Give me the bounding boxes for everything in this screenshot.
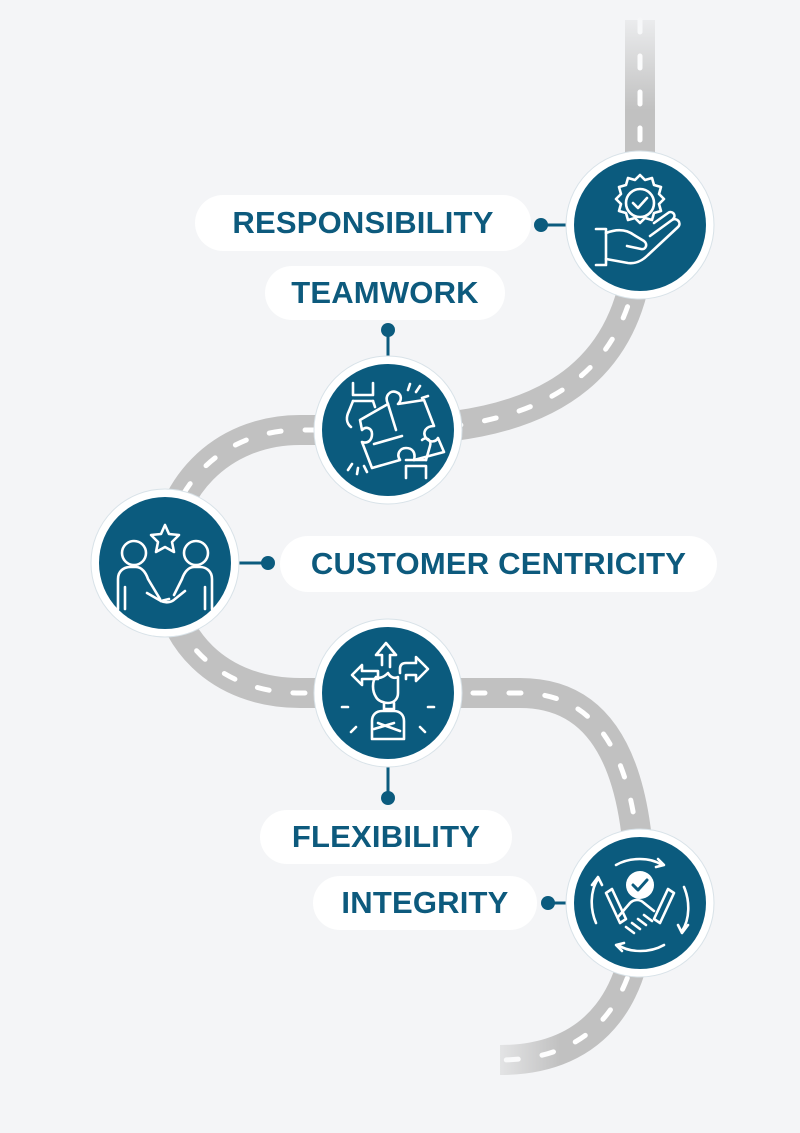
connector-dot-customer-centricity xyxy=(261,556,275,570)
label-integrity: INTEGRITY xyxy=(313,876,537,930)
label-responsibility: RESPONSIBILITY xyxy=(195,195,531,251)
puzzle-hands-icon xyxy=(345,381,446,480)
connector-dot-responsibility xyxy=(534,218,548,232)
handshake-cycle-check-icon xyxy=(590,857,690,953)
person-arrows-icon xyxy=(340,641,436,741)
label-responsibility-text: RESPONSIBILITY xyxy=(232,205,494,240)
label-flexibility-text: FLEXIBILITY xyxy=(291,819,481,854)
hand-badge-check-icon xyxy=(594,173,681,267)
connector-dot-integrity xyxy=(541,896,555,910)
node-customer-centricity xyxy=(90,488,240,638)
label-customer-centricity: CUSTOMER CENTRICITY xyxy=(280,536,717,592)
connector-dot-teamwork xyxy=(381,323,395,337)
node-teamwork xyxy=(313,355,463,505)
handshake-star-icon xyxy=(116,523,214,611)
label-flexibility: FLEXIBILITY xyxy=(260,810,512,864)
road-fade-top xyxy=(600,0,680,110)
node-responsibility xyxy=(565,150,715,300)
road-fade-bottom xyxy=(470,1020,560,1090)
label-teamwork-text: TEAMWORK xyxy=(291,275,479,310)
node-flexibility xyxy=(313,618,463,768)
connector-dot-flexibility xyxy=(381,791,395,805)
node-integrity xyxy=(565,828,715,978)
label-teamwork: TEAMWORK xyxy=(265,266,505,320)
label-customer-centricity-text: CUSTOMER CENTRICITY xyxy=(310,546,687,581)
label-integrity-text: INTEGRITY xyxy=(341,885,509,920)
